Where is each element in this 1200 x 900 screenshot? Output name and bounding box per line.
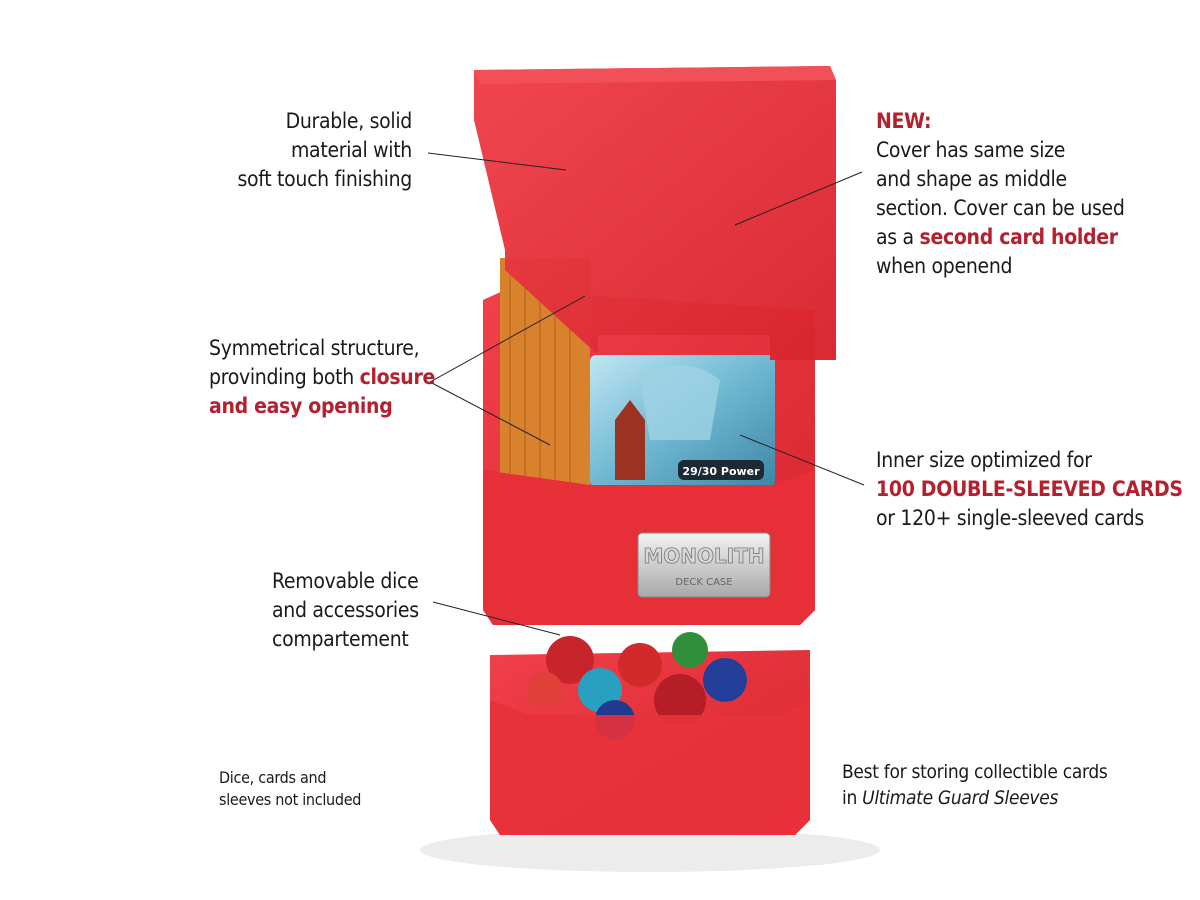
monolith-plaque [637,532,771,598]
callout-line: or 120+ single-sleeved cards [876,506,1144,530]
card-badge: 29/30 Power [682,465,760,478]
callout-line: compartement [272,627,409,651]
callout-line: material with [290,138,412,162]
middle-section: 29/30 Power MONOLITH DECK CASE [483,258,815,625]
callout-line: Inner size optimized for [876,448,1092,472]
callout-text: as a [876,225,920,249]
callout-highlight: second card holder [919,225,1119,249]
plaque-title: MONOLITH [643,544,764,568]
shadow [420,828,880,872]
disclaimer-line: sleeves not included [219,790,362,809]
callout-line: soft touch finishing [237,167,412,191]
lid [474,66,836,360]
callout-dice: Removable dice and accessories compartem… [272,567,419,654]
callout-highlight: and easy opening [209,394,393,418]
callout-heading: NEW: [876,109,932,133]
callout-highlight: closure [359,365,436,389]
callout-structure: Symmetrical structure, provinding both c… [209,334,435,421]
callout-highlight: 100 DOUBLE-SLEEVED CARDS [876,477,1183,501]
note-brand: Ultimate Guard Sleeves [862,787,1059,809]
leader-lines [427,152,865,636]
callout-text: provinding both [209,365,360,389]
callout-line: Cover has same size [876,138,1066,162]
plaque-subtitle: DECK CASE [675,577,732,588]
callout-line: Removable dice [272,569,419,593]
callout-inner-size: Inner size optimized for 100 DOUBLE-SLEE… [876,446,1183,533]
callout-line: Durable, solid [285,109,413,133]
callout-line: and accessories [272,598,419,622]
sleeves-note: Best for storing collectible cards in Ul… [842,759,1108,811]
note-line: Best for storing collectible cards [842,761,1108,783]
callout-cover: NEW: Cover has same size and shape as mi… [876,107,1125,281]
disclaimer-line: Dice, cards and [219,768,327,787]
disclaimer: Dice, cards and sleeves not included [219,767,361,811]
callout-line: Symmetrical structure, [209,336,420,360]
note-text: in [842,787,863,809]
callout-line: and shape as middle [876,167,1067,191]
callout-line: section. Cover can be used [876,196,1125,220]
dice-compartment [490,632,810,835]
callout-material: Durable, solid material with soft touch … [237,107,412,194]
callout-line: when openend [876,254,1013,278]
